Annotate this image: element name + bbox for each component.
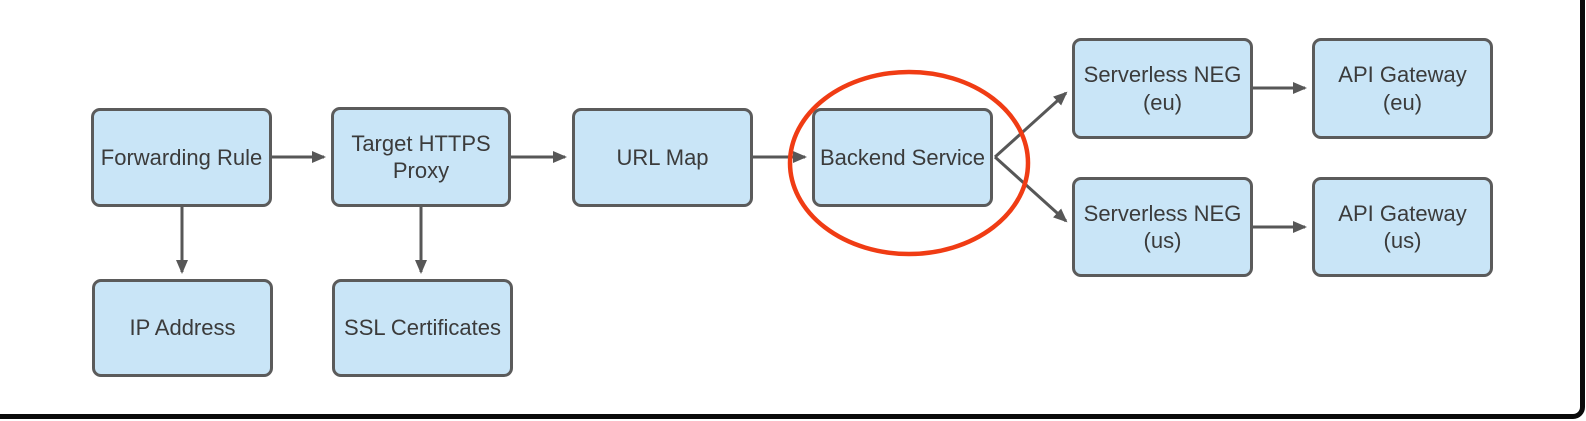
node-label: API Gateway (us) (1338, 200, 1467, 254)
node-label: URL Map (616, 144, 709, 170)
node-label: Serverless NEG (us) (1083, 200, 1242, 254)
node-ip-address: IP Address (92, 279, 273, 377)
node-api-gateway-us: API Gateway (us) (1312, 177, 1493, 277)
node-label: Forwarding Rule (100, 144, 263, 170)
node-api-gateway-eu: API Gateway (eu) (1312, 38, 1493, 139)
node-label: IP Address (129, 315, 236, 341)
node-backend-service: Backend Service (812, 108, 993, 207)
node-label: Serverless NEG (eu) (1083, 62, 1242, 115)
node-serverless-neg-eu: Serverless NEG (eu) (1072, 38, 1253, 139)
node-url-map: URL Map (572, 108, 753, 207)
node-label: API Gateway (eu) (1338, 62, 1467, 115)
node-target-https-proxy: Target HTTPS Proxy (331, 107, 511, 207)
node-label: Backend Service (819, 144, 986, 170)
node-forwarding-rule: Forwarding Rule (91, 108, 272, 207)
node-label: Target HTTPS Proxy (351, 130, 491, 184)
node-label: SSL Certificates (344, 315, 501, 341)
node-serverless-neg-us: Serverless NEG (us) (1072, 177, 1253, 277)
node-ssl-certificates: SSL Certificates (332, 279, 513, 377)
